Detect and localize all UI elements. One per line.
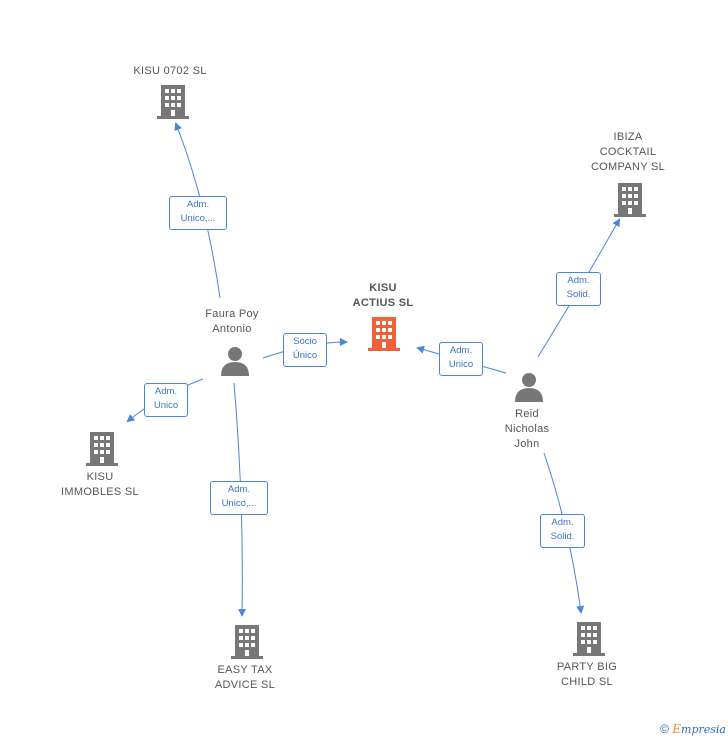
brand-initial: E — [672, 722, 682, 736]
node-label-party-big[interactable]: PARTY BIG CHILD SL — [556, 661, 618, 688]
edge-label-faura-immobles[interactable]: Adm. Unico — [144, 383, 188, 417]
node-label-reid[interactable]: Reid Nicholas John — [504, 408, 550, 450]
brand-name: mpresia — [681, 723, 726, 736]
person-icon[interactable] — [514, 372, 544, 407]
building-icon[interactable] — [368, 317, 400, 356]
node-label-kisu-immobles[interactable]: KISU IMMOBLES SL — [61, 471, 139, 498]
building-icon[interactable] — [86, 432, 118, 471]
edge-label-reid-actius[interactable]: Adm. Unico — [439, 342, 483, 376]
building-icon[interactable] — [614, 183, 646, 222]
node-label-ibiza[interactable]: IBIZA COCKTAIL COMPANY SL — [590, 131, 666, 173]
node-label-easy-tax[interactable]: EASY TAX ADVICE SL — [214, 664, 276, 691]
person-icon[interactable] — [220, 346, 250, 381]
building-icon[interactable] — [157, 85, 189, 124]
edge-label-faura-actius[interactable]: Socio Único — [283, 333, 327, 367]
building-icon[interactable] — [231, 625, 263, 664]
building-icon[interactable] — [573, 622, 605, 661]
edge-label-faura-kisu0702[interactable]: Adm. Unico,... — [169, 196, 227, 230]
edge-label-reid-ibiza[interactable]: Adm. Solid. — [556, 272, 601, 306]
edge-label-reid-partybig[interactable]: Adm. Solid. — [540, 514, 585, 548]
footer-brand: © Empresia — [660, 722, 726, 736]
node-label-kisu-actius[interactable]: KISU ACTIUS SL — [352, 282, 414, 309]
edge-label-faura-easytax[interactable]: Adm. Unico,... — [210, 481, 268, 515]
node-label-kisu-0702[interactable]: KISU 0702 SL — [133, 65, 207, 77]
node-label-faura[interactable]: Faura Poy Antonio — [205, 308, 259, 335]
copyright-symbol: © — [660, 722, 669, 736]
